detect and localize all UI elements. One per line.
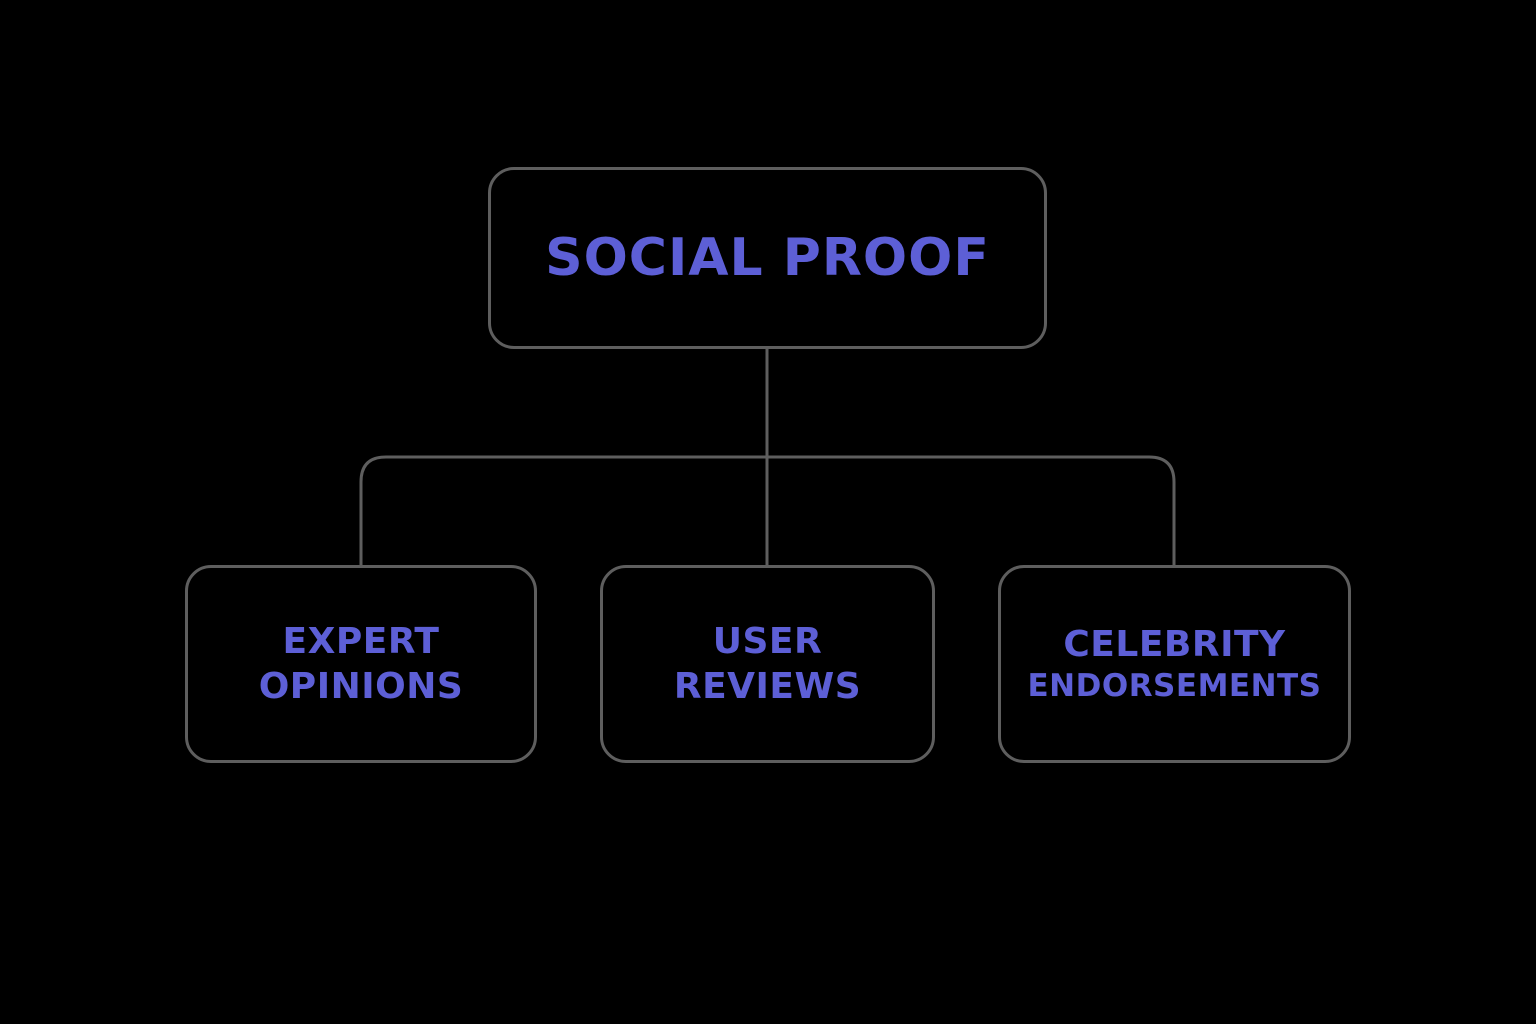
child-node-expert-opinions: EXPERT OPINIONS — [185, 565, 537, 763]
child-node-label-line1: USER — [712, 621, 823, 662]
child-node-label-line2: REVIEWS — [673, 666, 862, 707]
root-node-social-proof: SOCIAL PROOF — [488, 167, 1047, 349]
child-node-celebrity-endorsements: CELEBRITY ENDORSEMENTS — [998, 565, 1351, 763]
root-node-label: SOCIAL PROOF — [545, 227, 990, 288]
connector-horizontal-bus — [359, 455, 1176, 565]
child-node-label-line1: EXPERT — [282, 621, 440, 662]
child-node-label-line2: ENDORSEMENTS — [1027, 668, 1322, 705]
child-node-label-line1: CELEBRITY — [1063, 624, 1286, 666]
child-node-label-line2: OPINIONS — [258, 666, 464, 707]
child-node-user-reviews: USER REVIEWS — [600, 565, 935, 763]
